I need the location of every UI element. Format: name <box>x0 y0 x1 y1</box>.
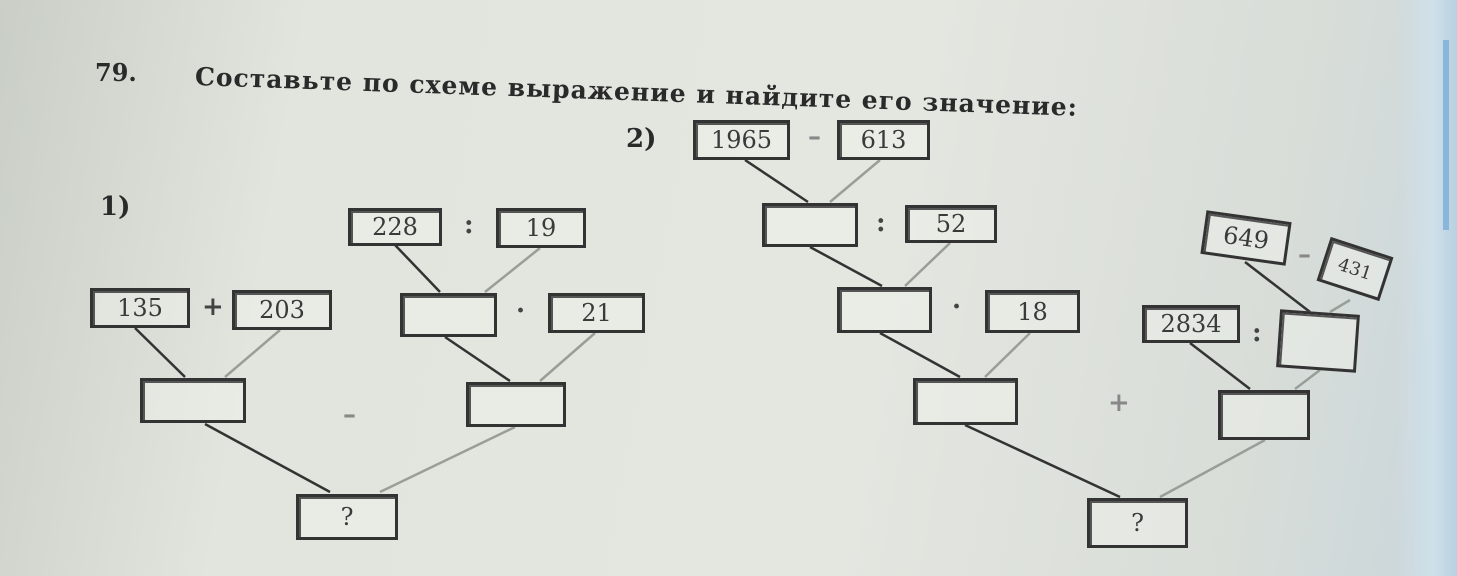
empty-box <box>762 203 858 247</box>
arrow <box>984 332 1031 378</box>
op-minus: – <box>343 400 356 430</box>
scheme2-label: 2) <box>626 124 657 154</box>
box-18: 18 <box>985 290 1080 333</box>
arrow <box>539 332 596 382</box>
result-box: ? <box>1087 498 1188 548</box>
op-multiply: · <box>952 292 962 322</box>
op-divide: : <box>876 208 886 238</box>
empty-box <box>400 293 497 337</box>
arrow <box>904 242 951 287</box>
arrow <box>1244 261 1311 313</box>
box-228: 228 <box>348 208 442 246</box>
box-19: 19 <box>496 208 586 248</box>
arrow <box>829 159 881 203</box>
box-21: 21 <box>548 293 645 333</box>
exercise-number: 79. <box>95 58 137 87</box>
result-box: ? <box>296 494 398 540</box>
arrow <box>1189 342 1251 390</box>
op-multiply: · <box>516 296 526 326</box>
box-613: 613 <box>837 120 930 160</box>
empty-box <box>140 378 246 423</box>
op-plus: + <box>202 292 224 322</box>
blue-bookmark <box>1443 40 1449 230</box>
empty-box <box>1218 390 1310 440</box>
box-2834: 2834 <box>1142 305 1240 343</box>
op-minus: – <box>1298 240 1311 270</box>
arrow <box>394 244 441 293</box>
arrow <box>1329 298 1351 314</box>
arrow <box>484 247 541 293</box>
arrow <box>204 422 331 494</box>
op-divide: : <box>1252 318 1262 348</box>
scheme1-label: 1) <box>100 192 131 222</box>
arrow <box>879 331 961 379</box>
empty-box <box>466 382 566 427</box>
arrow <box>379 425 516 494</box>
arrow <box>134 327 186 378</box>
empty-box <box>837 287 932 333</box>
arrow <box>744 158 809 204</box>
op-divide: : <box>464 210 474 240</box>
arrow <box>1294 369 1321 390</box>
arrow <box>964 423 1121 499</box>
arrow <box>809 245 883 288</box>
arrow <box>1159 438 1266 499</box>
arrow <box>444 335 511 383</box>
arrow <box>224 329 281 378</box>
op-minus: – <box>808 122 821 152</box>
box-135: 135 <box>90 288 190 328</box>
box-52: 52 <box>905 205 997 243</box>
box-1965: 1965 <box>693 120 790 160</box>
box-203: 203 <box>232 290 332 330</box>
empty-box <box>913 378 1018 425</box>
empty-box <box>1276 309 1360 373</box>
op-plus: + <box>1108 388 1130 418</box>
